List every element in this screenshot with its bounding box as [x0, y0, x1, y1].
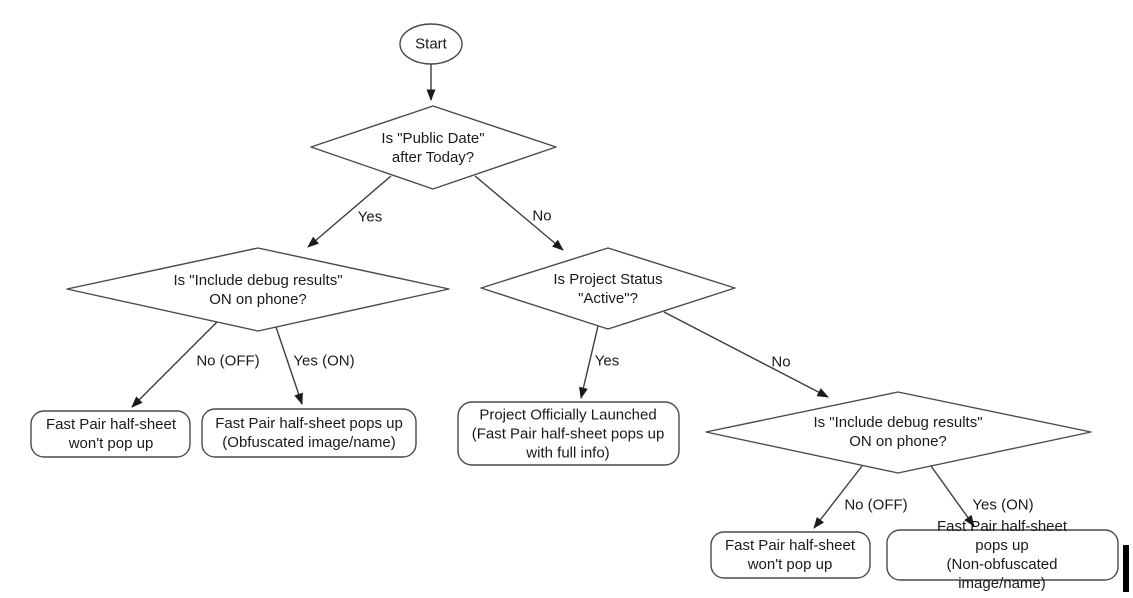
- decision-debug-right-shape: [705, 391, 1092, 474]
- edge-label-debug-right-yes: Yes (ON): [972, 496, 1034, 514]
- connector-debug-left-no: [131, 321, 218, 408]
- decision-debug-left-label: Is "Include debug results" ON on phone?: [173, 272, 343, 308]
- decision-public-date-label: Is "Public Date" after Today?: [381, 130, 485, 166]
- result-wont-popup-right-shape: [710, 531, 871, 579]
- decision-debug-left-shape: [66, 247, 450, 332]
- connector-debug-right-no: [813, 465, 863, 529]
- connector-debug-left-yes: [275, 326, 303, 405]
- result-obfuscated-label: Fast Pair half-sheet pops up (Obfuscated…: [215, 415, 403, 451]
- result-obfuscated-shape: [201, 408, 417, 458]
- result-wont-popup-left-shape: [30, 410, 191, 458]
- edge-label-debug-left-no: No (OFF): [196, 352, 260, 370]
- start-node-label: Start: [415, 35, 447, 53]
- connector-status-no: [663, 311, 829, 398]
- text-caret: [1123, 545, 1129, 592]
- connector-debug-right-yes: [930, 465, 975, 527]
- result-non-obfuscated-shape: [886, 529, 1119, 581]
- decision-project-status-shape: [480, 247, 736, 330]
- result-non-obfuscated-label: Fast Pair half-sheet pops up (Non-obfusc…: [936, 518, 1068, 592]
- connector-public-date-no: [474, 175, 564, 251]
- edge-label-status-yes: Yes: [594, 352, 620, 370]
- result-launched-label: Project Officially Launched (Fast Pair h…: [471, 406, 665, 462]
- edge-label-debug-right-no: No (OFF): [844, 496, 908, 514]
- connector-status-yes: [579, 325, 599, 399]
- connector-public-date-yes: [307, 175, 392, 248]
- result-wont-popup-left-label: Fast Pair half-sheet won't pop up: [45, 416, 177, 452]
- edge-label-debug-left-yes: Yes (ON): [293, 352, 355, 370]
- result-launched-shape: [457, 401, 680, 466]
- result-wont-popup-right-label: Fast Pair half-sheet won't pop up: [724, 537, 856, 573]
- decision-debug-right-label: Is "Include debug results" ON on phone?: [813, 414, 983, 450]
- edge-label-status-no: No: [771, 353, 791, 371]
- edge-label-public-date-no: No: [532, 207, 552, 225]
- edge-label-public-date-yes: Yes: [357, 208, 383, 226]
- decision-project-status-label: Is Project Status "Active"?: [553, 271, 663, 307]
- decision-public-date-shape: [310, 105, 557, 190]
